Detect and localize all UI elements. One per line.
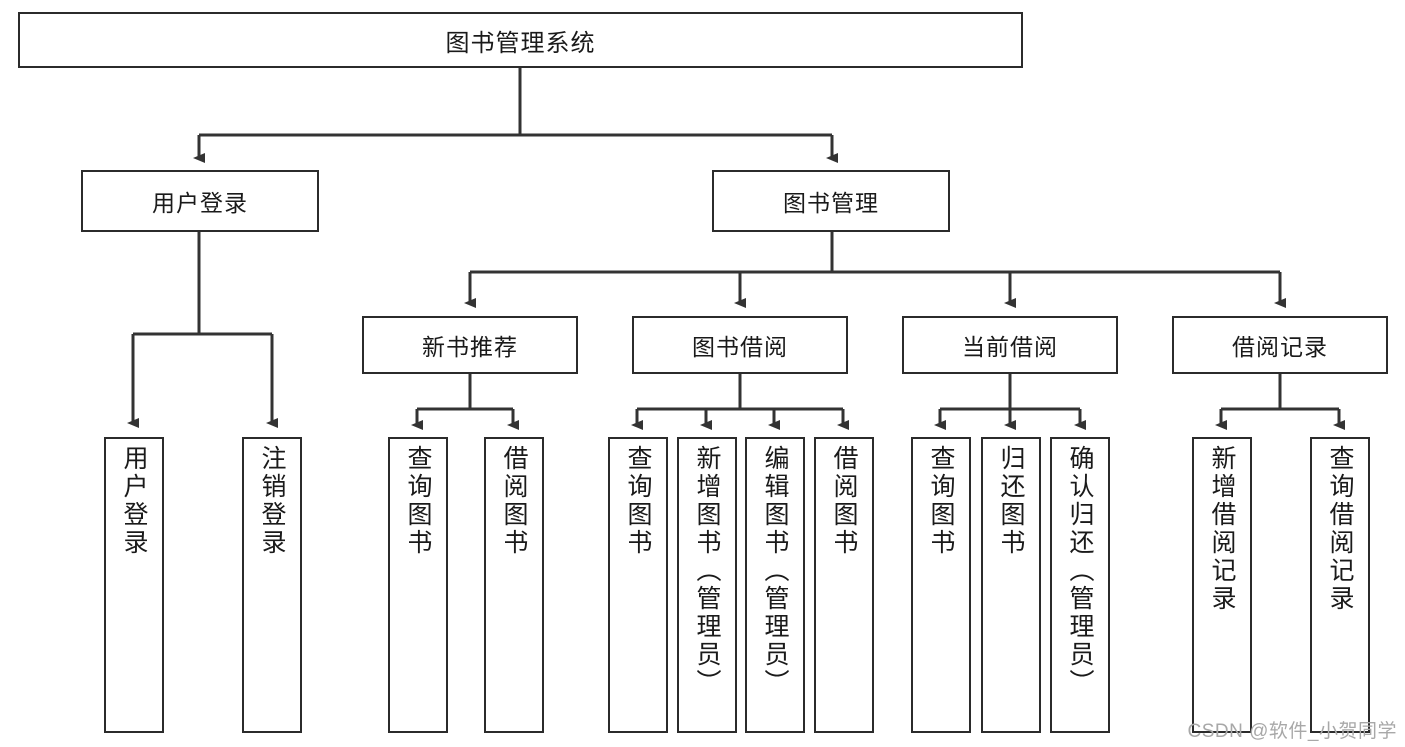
node-label: 新书推荐 [422, 334, 518, 360]
node-root-book-management-system[interactable]: 图书管理系统 [18, 12, 1023, 68]
leaf-current-borrow-return-books[interactable]: 归还图书 [981, 437, 1041, 733]
node-book-management[interactable]: 图书管理 [712, 170, 950, 232]
node-label: 确认归还（管理员） [1066, 445, 1094, 697]
node-label: 当前借阅 [962, 334, 1058, 360]
node-user-login[interactable]: 用户登录 [81, 170, 319, 232]
leaf-book-borrow-borrow-books[interactable]: 借阅图书 [814, 437, 874, 733]
leaf-text-wrap: 确认归还（管理员） [1052, 445, 1108, 697]
leaf-borrow-records-add-record[interactable]: 新增借阅记录 [1192, 437, 1252, 733]
leaf-text-wrap: 用户登录 [106, 445, 162, 557]
leaf-current-borrow-query-books[interactable]: 查询图书 [911, 437, 971, 733]
node-current-borrow[interactable]: 当前借阅 [902, 316, 1118, 374]
leaf-text-wrap: 查询图书 [913, 445, 969, 557]
leaf-text-wrap: 借阅图书 [816, 445, 872, 557]
leaf-new-book-borrow-books[interactable]: 借阅图书 [484, 437, 544, 733]
node-label: 借阅图书 [500, 445, 528, 557]
node-label: 图书管理 [783, 190, 879, 216]
leaf-text-wrap: 新增借阅记录 [1194, 445, 1250, 613]
leaf-user-login-login[interactable]: 用户登录 [104, 437, 164, 733]
node-label: 查询图书 [404, 445, 432, 557]
node-label: 借阅图书 [830, 445, 858, 557]
leaf-book-borrow-edit-book-admin[interactable]: 编辑图书（管理员） [745, 437, 805, 733]
leaf-text-wrap: 归还图书 [983, 445, 1039, 557]
node-borrow-records[interactable]: 借阅记录 [1172, 316, 1388, 374]
node-label: 查询借阅记录 [1326, 445, 1354, 613]
leaf-user-login-logout[interactable]: 注销登录 [242, 437, 302, 733]
node-label: 图书借阅 [692, 334, 788, 360]
node-label: 归还图书 [997, 445, 1025, 557]
leaf-current-borrow-confirm-return-admin[interactable]: 确认归还（管理员） [1050, 437, 1110, 733]
leaf-text-wrap: 查询图书 [390, 445, 446, 557]
leaf-text-wrap: 注销登录 [244, 445, 300, 557]
node-label: 新增借阅记录 [1208, 445, 1236, 613]
node-label: 用户登录 [120, 445, 148, 557]
leaf-book-borrow-query-books[interactable]: 查询图书 [608, 437, 668, 733]
leaf-new-book-query-books[interactable]: 查询图书 [388, 437, 448, 733]
node-book-borrow[interactable]: 图书借阅 [632, 316, 848, 374]
node-label: 查询图书 [927, 445, 955, 557]
node-label: 新增图书（管理员） [693, 445, 721, 697]
leaf-text-wrap: 新增图书（管理员） [679, 445, 735, 697]
leaf-text-wrap: 查询借阅记录 [1312, 445, 1368, 613]
leaf-text-wrap: 查询图书 [610, 445, 666, 557]
node-label: 借阅记录 [1232, 334, 1328, 360]
csdn-watermark: CSDN @软件_小贺同学 [1187, 721, 1397, 742]
node-label: 注销登录 [258, 445, 286, 557]
leaf-book-borrow-add-book-admin[interactable]: 新增图书（管理员） [677, 437, 737, 733]
node-label: 编辑图书（管理员） [761, 445, 789, 697]
node-label: 图书管理系统 [445, 29, 596, 57]
leaf-text-wrap: 编辑图书（管理员） [747, 445, 803, 697]
node-label: 查询图书 [624, 445, 652, 557]
node-new-book-recommend[interactable]: 新书推荐 [362, 316, 578, 374]
leaf-text-wrap: 借阅图书 [486, 445, 542, 557]
leaf-borrow-records-query-record[interactable]: 查询借阅记录 [1310, 437, 1370, 733]
node-label: 用户登录 [152, 190, 248, 216]
